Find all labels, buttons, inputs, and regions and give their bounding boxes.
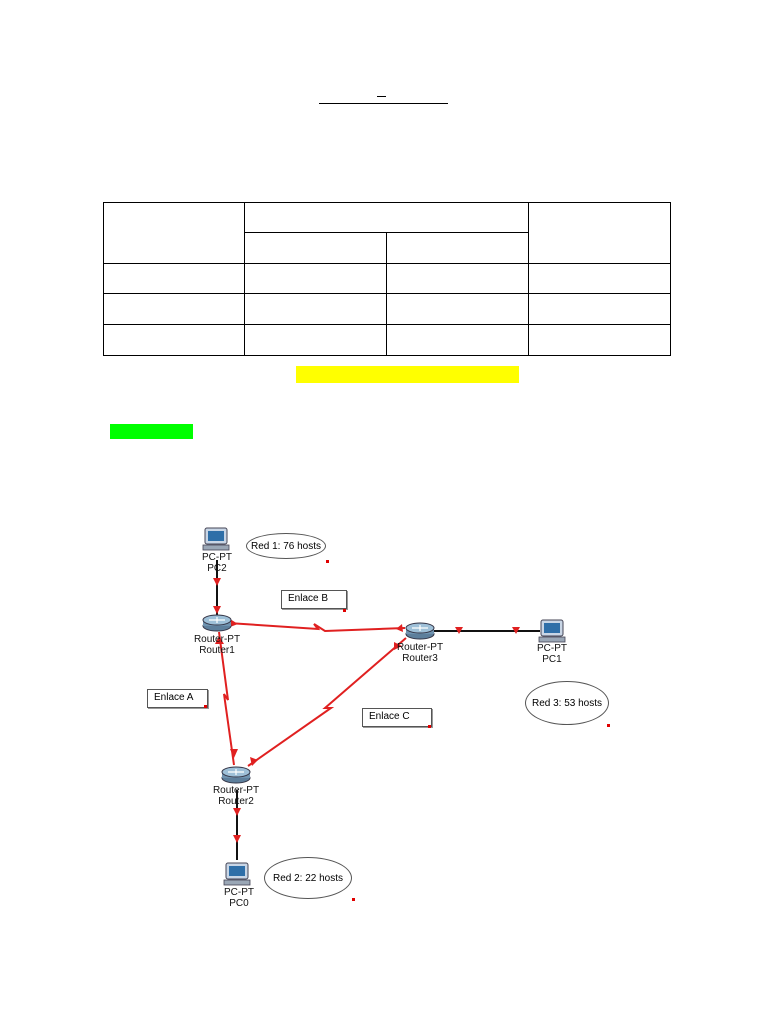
device-type: Router-PT (212, 785, 260, 796)
title-underline (319, 103, 448, 104)
green-highlight (110, 424, 193, 439)
table-cell (244, 324, 387, 356)
device-type: PC-PT (224, 887, 254, 898)
table-cell (103, 263, 245, 294)
note-marker (352, 898, 355, 901)
network-topology-diagram: PC-PT PC2 Router-PT Router1 Router-PT Ro… (0, 500, 768, 930)
title-dash (377, 96, 386, 97)
table-row (103, 263, 671, 294)
network-note-red1: Red 1: 76 hosts (246, 533, 326, 559)
link-arrow (233, 808, 241, 816)
link-enlace-a (218, 631, 235, 766)
device-name: Router2 (218, 796, 254, 807)
node-label-pc0: PC-PT PC0 (204, 887, 274, 909)
note-marker (343, 609, 346, 612)
link-label-enlace-a: Enlace A (147, 689, 208, 708)
router-icon (221, 766, 251, 784)
link-arrow (230, 619, 238, 627)
device-name: PC0 (229, 898, 249, 909)
router-icon (202, 614, 232, 632)
table-row (103, 293, 671, 325)
device-name: Router3 (402, 653, 438, 664)
table-cell (528, 202, 671, 264)
table-cell (386, 324, 529, 356)
network-note-red3: Red 3: 53 hosts (525, 681, 609, 725)
device-name: PC1 (542, 654, 562, 665)
table-cell (386, 263, 529, 294)
device-type: PC-PT (202, 552, 232, 563)
table-cell (103, 324, 245, 356)
node-label-router1: Router-PT Router1 (182, 634, 252, 656)
link-arrow (213, 606, 221, 614)
link-arrow (394, 642, 402, 650)
note-marker (428, 725, 431, 728)
note-marker (607, 724, 610, 727)
device-type: Router-PT (396, 642, 444, 653)
link-arrow (213, 578, 221, 586)
pc-icon (202, 527, 230, 551)
link-arrow (215, 636, 224, 644)
link-arrow (455, 627, 463, 634)
network-note-red2: Red 2: 22 hosts (264, 857, 352, 899)
table-cell (244, 293, 387, 325)
pc-icon (223, 862, 251, 886)
node-label-router3: Router-PT Router3 (385, 642, 455, 664)
link-arrow (512, 627, 520, 634)
node-label-router2: Router-PT Router2 (201, 785, 271, 807)
table-cell (386, 232, 529, 264)
table-cell (528, 324, 671, 356)
device-type: PC-PT (537, 643, 567, 654)
table-cell (103, 293, 245, 325)
link-arrow (396, 624, 403, 632)
table-cell (244, 202, 529, 233)
link-arrow (233, 835, 241, 843)
device-type: Router-PT (193, 634, 241, 645)
link-arrow (250, 757, 258, 766)
link-enlace-b (227, 622, 406, 633)
link-enlace-c (247, 637, 407, 767)
node-label-pc1: PC-PT PC1 (517, 643, 587, 665)
table-row (103, 324, 671, 356)
addressing-table (103, 202, 671, 356)
router-icon (405, 622, 435, 640)
note-marker (326, 560, 329, 563)
link-arrow (230, 749, 238, 758)
table-cell (528, 263, 671, 294)
table-cell (244, 232, 387, 264)
link-label-enlace-c: Enlace C (362, 708, 432, 727)
table-cell (528, 293, 671, 325)
note-marker (204, 705, 207, 708)
table-cell (103, 202, 245, 264)
node-label-pc2: PC-PT PC2 (182, 552, 252, 574)
table-cell (386, 293, 529, 325)
device-name: Router1 (199, 645, 235, 656)
pc-icon (538, 619, 566, 643)
topology-links (202, 527, 566, 886)
table-cell (244, 263, 387, 294)
yellow-highlight (296, 366, 519, 383)
device-name: PC2 (207, 563, 227, 574)
link-label-enlace-b: Enlace B (281, 590, 347, 609)
